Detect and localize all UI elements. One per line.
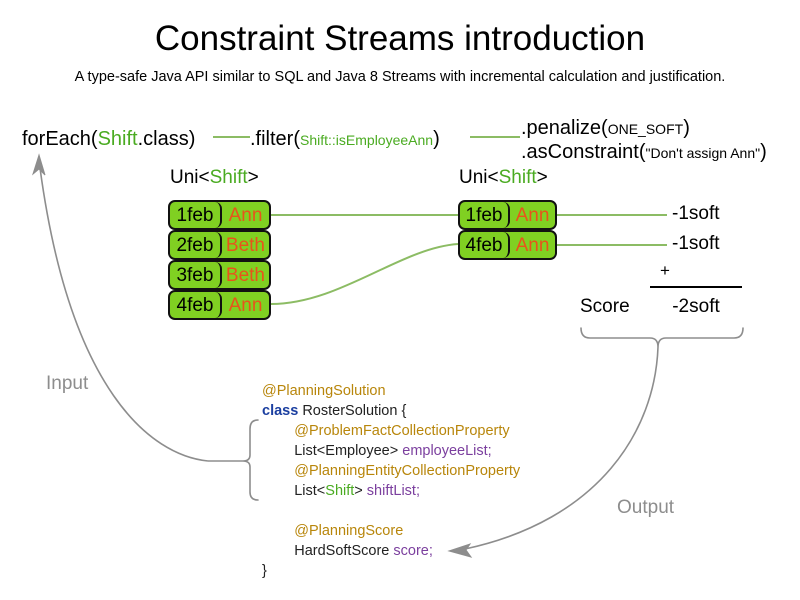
pipeline-penalize: .penalize(ONE_SOFT) (521, 116, 690, 141)
code-indent (262, 423, 294, 439)
tuple-date: 1feb (170, 202, 222, 228)
filter-call: .filter( (250, 128, 300, 150)
code-token: @PlanningSolution (262, 383, 386, 399)
code-token: class (262, 403, 299, 419)
pipeline-foreach: forEach(Shift.class) (22, 127, 195, 151)
code-line: @PlanningScore (262, 521, 520, 541)
page-title: Constraint Streams introduction (154, 19, 646, 58)
soft-score-1: -1soft (672, 203, 720, 224)
tuple-date: 3feb (170, 262, 222, 288)
tuple-link-4feb (270, 243, 459, 305)
stream-caption-left: Uni<Shift> (170, 167, 259, 189)
tuple-row: 4feb Ann (168, 290, 271, 320)
code-token: employeeList; (402, 443, 492, 459)
code-indent (262, 523, 294, 539)
score-label: Score (580, 296, 630, 317)
code-token: Shift (325, 483, 355, 499)
code-indent (262, 443, 294, 459)
foreach-arg-type: Shift (97, 128, 138, 150)
score-operator: + (660, 261, 670, 280)
code-token: List<Employee> (294, 443, 403, 459)
uni-right-type: Shift (498, 167, 537, 188)
foreach-arg-rest: .class) (137, 128, 196, 150)
page-subtitle: A type-safe Java API similar to SQL and … (74, 69, 726, 85)
code-token: List< (294, 483, 326, 499)
score-sum-rule (650, 286, 742, 288)
input-arrowhead (32, 153, 46, 176)
tuple-date: 2feb (170, 232, 222, 258)
as-constraint-arg: "Don't assign Ann" (645, 145, 761, 161)
as-constraint-close: ) (760, 141, 767, 163)
penalize-arg: ONE_SOFT (607, 121, 684, 137)
input-label: Input (46, 373, 89, 394)
code-line: HardSoftScore score; (262, 541, 520, 561)
pipeline-link-1 (213, 136, 250, 138)
tuple-row: 1feb Ann (168, 200, 271, 230)
code-token: @PlanningScore (294, 523, 404, 539)
filter-close: ) (433, 128, 440, 150)
stream-caption-right: Uni<Shift> (459, 167, 548, 189)
pipeline-filter: .filter(Shift::isEmployeeAnn) (250, 127, 440, 152)
uni-left-type: Shift (209, 167, 248, 188)
uni-left-pre: Uni< (170, 167, 210, 188)
code-token: HardSoftScore (294, 543, 394, 559)
foreach-call: forEach( (22, 128, 98, 150)
penalize-call: .penalize( (521, 117, 608, 139)
code-token: score; (393, 543, 433, 559)
penalize-close: ) (683, 117, 690, 139)
code-line: } (262, 561, 520, 581)
code-line: @PlanningEntityCollectionProperty (262, 461, 520, 481)
tuple-employee: Ann (228, 294, 263, 316)
uni-right-post: > (536, 167, 548, 188)
code-token: } (262, 563, 267, 579)
uni-right-pre: Uni< (459, 167, 499, 188)
soft-score-2: -1soft (672, 233, 720, 254)
tuple-employee: Ann (228, 204, 263, 226)
code-indent (262, 543, 294, 559)
tuple-row: 2feb Beth (168, 230, 271, 260)
code-line: class RosterSolution { (262, 401, 520, 421)
score-link-1 (557, 214, 667, 216)
tuple-date: 4feb (460, 232, 510, 258)
tuple-link-1feb (271, 214, 458, 216)
pipeline-as-constraint: .asConstraint("Don't assign Ann") (521, 140, 767, 165)
filter-arg-ref: Shift::isEmployeeAnn (300, 132, 434, 148)
code-line: @ProblemFactCollectionProperty (262, 421, 520, 441)
tuple-date: 1feb (460, 202, 510, 228)
score-link-2 (557, 244, 667, 246)
tuple-employee: Beth (225, 234, 265, 256)
code-line: List<Employee> employeeList; (262, 441, 520, 461)
pipeline-link-2 (470, 136, 520, 138)
code-line: List<Shift> shiftList; (262, 481, 520, 501)
tuple-row: 3feb Beth (168, 260, 271, 290)
code-token: RosterSolution { (298, 403, 407, 419)
score-brace (580, 327, 744, 348)
code-indent (262, 463, 294, 479)
tuple-row: 4feb Ann (458, 230, 557, 260)
score-total: -2soft (672, 296, 720, 317)
code-fields-brace (242, 419, 259, 501)
tuple-employee: Ann (515, 234, 550, 256)
code-line: @PlanningSolution (262, 381, 520, 401)
code-token: > (354, 483, 367, 499)
output-label: Output (617, 497, 675, 518)
tuple-employee: Ann (515, 204, 550, 226)
tuple-employee: Beth (225, 264, 265, 286)
uni-left-post: > (247, 167, 259, 188)
code-token: shiftList; (366, 483, 420, 499)
tuple-date: 4feb (170, 292, 222, 318)
code-indent (262, 483, 294, 499)
code-token: @PlanningEntityCollectionProperty (294, 463, 521, 479)
code-line (262, 501, 520, 521)
tuple-row: 1feb Ann (458, 200, 557, 230)
as-constraint-call: .asConstraint( (521, 141, 646, 163)
code-token: @ProblemFactCollectionProperty (294, 423, 510, 439)
